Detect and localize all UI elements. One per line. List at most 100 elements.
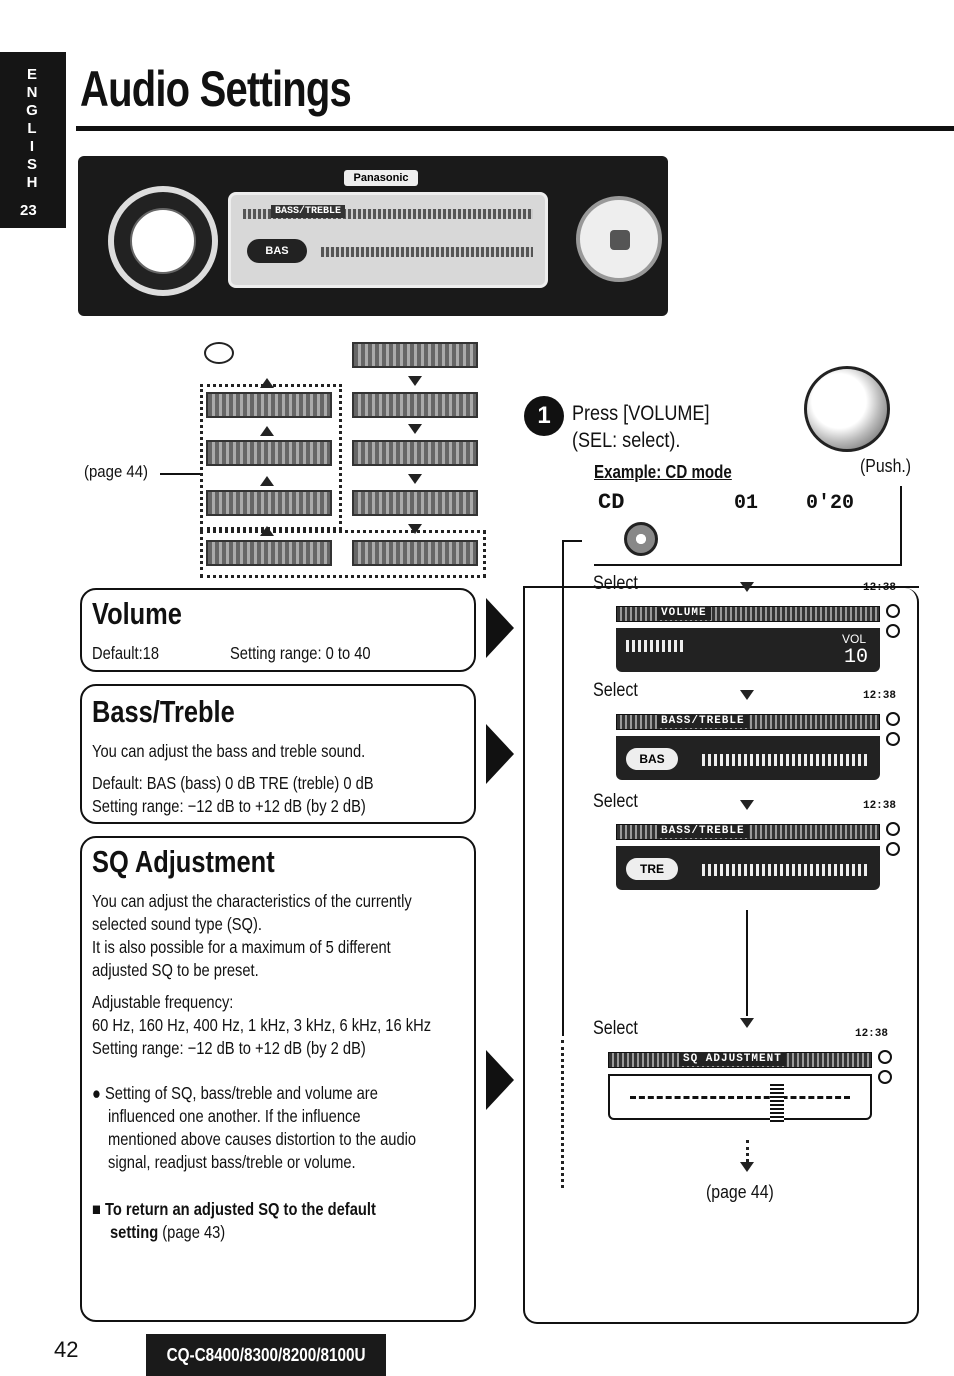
disc-icon xyxy=(624,522,658,556)
select-label: Select xyxy=(593,1018,638,1039)
mini-display-9 xyxy=(352,540,478,566)
sq-bullet: mentioned above causes distortion to the… xyxy=(108,1129,417,1149)
volume-dots xyxy=(626,640,686,652)
vol-value: 10 xyxy=(843,646,868,669)
volume-display-label: VOLUME xyxy=(657,606,711,620)
mini-display-6 xyxy=(206,490,332,516)
mini-display-1 xyxy=(352,342,478,368)
up-arrow-icon xyxy=(260,476,274,486)
down-arrow-icon xyxy=(408,524,422,534)
up-arrow-icon xyxy=(260,426,274,436)
bass-display-label: BASS/TREBLE xyxy=(657,714,749,728)
cd-mode-label: CD xyxy=(598,490,625,515)
down-arrow-icon xyxy=(740,800,754,810)
sq-text: adjusted SQ to be preset. xyxy=(92,960,259,980)
sq-frequencies: 60 Hz, 160 Hz, 400 Hz, 1 kHz, 3 kHz, 6 k… xyxy=(92,1015,432,1035)
display-knobs-icon xyxy=(886,712,900,752)
page-title: Audio Settings xyxy=(80,61,352,117)
flow-dotted-line xyxy=(561,1040,564,1188)
sq-band-slider xyxy=(770,1082,784,1122)
language-letters: E N G L I S H xyxy=(26,66,38,191)
down-arrow-icon xyxy=(740,582,754,592)
page-ref-leader xyxy=(160,473,200,475)
sq-bullet: influenced one another. If the influence xyxy=(108,1106,361,1126)
dotted-loop-bottom xyxy=(200,530,486,578)
clock: 12:38 xyxy=(862,690,896,702)
dpad-icon xyxy=(576,196,662,282)
screen-label: BASS/TREBLE xyxy=(271,205,346,218)
volume-display: VOLUME 12:38 VOL 10 xyxy=(594,582,902,682)
sq-return-note: setting (page 43) xyxy=(110,1222,226,1242)
mini-display-cd xyxy=(204,340,334,366)
head-unit-illustration: Panasonic BASS/TREBLE BAS xyxy=(78,156,668,316)
select-label: Select xyxy=(593,573,638,594)
language-tab: E N G L I S H 23 xyxy=(0,52,66,228)
sq-display-label: SQ ADJUSTMENT xyxy=(679,1052,786,1066)
sq-adjustment-box: SQ Adjustment You can adjust the charact… xyxy=(80,836,476,1322)
mini-display-4 xyxy=(206,440,332,466)
model-footer: CQ-C8400/8300/8200/8100U xyxy=(146,1334,386,1376)
up-arrow-icon xyxy=(260,526,274,536)
flow-line xyxy=(562,540,564,1036)
display-knobs-icon xyxy=(886,822,900,862)
mini-display-7 xyxy=(352,490,478,516)
head-unit-screen: BASS/TREBLE BAS xyxy=(228,192,548,288)
volume-heading: Volume xyxy=(92,596,182,631)
sq-bullet: ● Setting of SQ, bass/treble and volume … xyxy=(92,1083,378,1103)
down-arrow-icon xyxy=(740,1018,754,1028)
step-line-1: Press [VOLUME] xyxy=(572,402,710,425)
treble-display: BASS/TREBLE 12:38 TRE xyxy=(594,800,902,900)
display-knobs-icon xyxy=(886,604,900,644)
volume-dial-icon xyxy=(804,366,890,452)
bottom-page-ref: (page 44) xyxy=(706,1182,774,1202)
volume-range: Setting range: 0 to 40 xyxy=(230,643,371,663)
clock: 12:38 xyxy=(862,582,896,594)
example-label: Example: CD mode xyxy=(594,462,732,482)
select-label: Select xyxy=(593,791,638,812)
pointer-triangle-icon xyxy=(486,598,514,658)
push-label: (Push.) xyxy=(860,456,912,476)
title-rule xyxy=(76,126,954,131)
pointer-triangle-icon xyxy=(486,724,514,784)
treble-pill: TRE xyxy=(626,858,678,880)
bass-treble-line-2: Default: BAS (bass) 0 dB TRE (treble) 0 … xyxy=(92,773,374,793)
sq-eq-curve xyxy=(630,1096,850,1100)
mini-display-8 xyxy=(206,540,332,566)
volume-box: Volume Default:18 Setting range: 0 to 40 xyxy=(80,588,476,672)
sq-display: SQ ADJUSTMENT 12:38 xyxy=(586,1028,894,1130)
bass-treble-line-1: You can adjust the bass and treble sound… xyxy=(92,741,366,761)
flow-frame xyxy=(523,588,919,1324)
sq-range: Setting range: −12 dB to +12 dB (by 2 dB… xyxy=(92,1038,366,1058)
screen-pill: BAS xyxy=(247,239,307,263)
flow-line xyxy=(746,910,748,1016)
brand-logo: Panasonic xyxy=(344,170,418,186)
down-arrow-icon xyxy=(408,474,422,484)
volume-knob-icon xyxy=(108,186,218,296)
down-arrow-icon xyxy=(408,376,422,386)
mini-display-2 xyxy=(206,392,332,418)
bass-display: BASS/TREBLE 12:38 BAS xyxy=(594,690,902,790)
sq-heading: SQ Adjustment xyxy=(92,844,275,879)
treble-display-label: BASS/TREBLE xyxy=(657,824,749,838)
bass-level-bar xyxy=(702,754,870,766)
step-line-2: (SEL: select). xyxy=(572,429,681,452)
language-page-ref: 23 xyxy=(20,202,37,219)
elapsed-time: 0'20 xyxy=(806,492,855,515)
bass-treble-heading: Bass/Treble xyxy=(92,694,235,729)
sq-text: It is also possible for a maximum of 5 d… xyxy=(92,937,391,957)
track-number: 01 xyxy=(734,492,759,515)
bass-treble-box: Bass/Treble You can adjust the bass and … xyxy=(80,684,476,824)
down-arrow-icon xyxy=(740,1162,754,1172)
select-label: Select xyxy=(593,680,638,701)
mini-display-5 xyxy=(352,440,478,466)
step-number-badge: 1 xyxy=(524,396,564,436)
sq-text: selected sound type (SQ). xyxy=(92,914,262,934)
volume-default: Default:18 xyxy=(92,643,160,663)
vol-label: VOL xyxy=(841,632,866,646)
sq-text: You can adjust the characteristics of th… xyxy=(92,891,412,911)
clock: 12:38 xyxy=(854,1028,888,1040)
step-instruction: Press [VOLUME] (SEL: select). xyxy=(572,400,709,454)
cd-mode-display: CD 01 0'20 xyxy=(594,486,902,566)
flow-page-ref: (page 44) xyxy=(84,462,149,481)
bass-pill: BAS xyxy=(626,748,678,770)
